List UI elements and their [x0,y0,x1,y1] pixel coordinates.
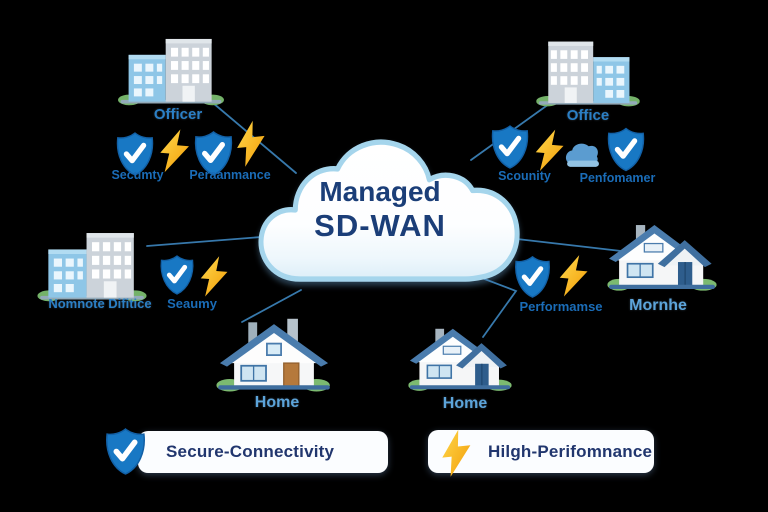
legend-secure-label: Secure-Connectivity [166,442,335,461]
lightning-bolt-icon [556,252,591,301]
security-badge-label: Secumty [111,168,164,182]
legend-high-performance: Hilgh-Perifomnance [428,430,654,473]
lightning-bolt-icon [437,427,477,478]
lightning-bolt-icon [532,127,567,175]
performance-badge-label: Peraanmance [189,168,271,182]
cloud-title-line2: SD-WAN [314,208,446,244]
managed-sdwan-cloud: Managed SD-WAN [255,130,527,292]
remote-office-label: Nomnote Difitice [48,296,152,311]
office-top-left-label: Officer [153,106,203,123]
house-icon [214,317,334,395]
home-right-label: Home [442,395,488,412]
cloud-blob-icon [564,140,601,169]
office-top-right-label: Office [566,107,610,124]
line-cloud-to-remote-office [146,236,262,247]
office-building-icon [118,30,224,108]
branch-house-label: Mornhe [629,297,687,314]
shield-check-icon [512,255,553,299]
cloud-title-line1: Managed [319,176,441,207]
shield-check-icon [103,427,148,476]
line-cloud-to-branch-house [516,238,622,252]
house-icon [396,324,524,394]
shield-check-icon [489,124,531,170]
house-icon [600,220,724,294]
lightning-bolt-icon [198,254,231,299]
lightning-bolt-icon [232,118,271,168]
office-building-icon [36,224,148,304]
line-cloud-to-home-left [241,289,302,323]
performance-badge-label: Penfomamer [579,171,656,185]
shield-check-icon [605,126,647,173]
home-left-label: Home [254,394,300,411]
security-badge-label: Seaumy [167,296,217,311]
performance-badge-label: Performamse [519,299,603,314]
cloud-shape-icon [258,139,520,282]
shield-check-icon [158,254,196,296]
security-badge-label: Scounity [498,169,551,183]
legend-secure-connectivity: Secure-Connectivity [138,431,388,473]
cloud-title: Managed SD-WAN [255,176,505,244]
legend-performance-label: Hilgh-Perifomnance [488,441,653,461]
office-building-icon [534,33,642,109]
